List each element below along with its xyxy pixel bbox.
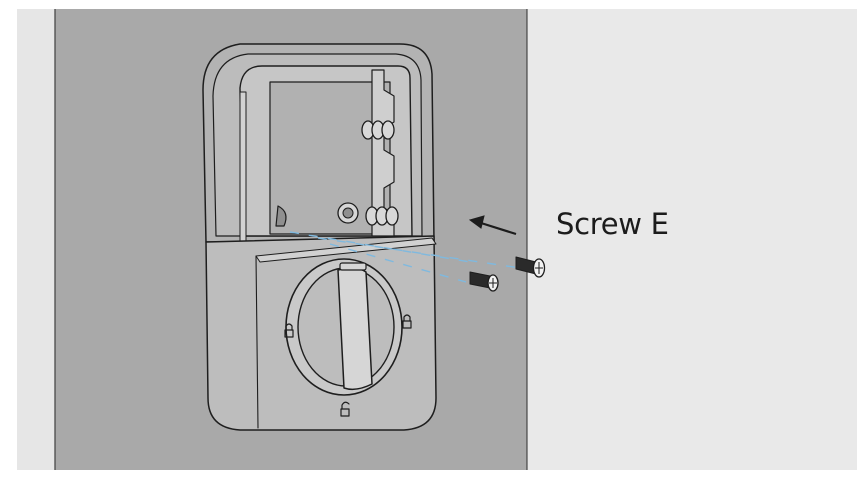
screw-icon: [469, 271, 499, 292]
screw-label: Screw E: [556, 207, 669, 241]
wall-panel: [528, 9, 857, 470]
lock-closed-icon: [284, 323, 294, 338]
lock-body-seam: [255, 255, 259, 429]
screw-guide-lines: [289, 231, 521, 283]
plate-right-bracket: [371, 69, 395, 237]
screw-hole-cluster-lower: [365, 206, 399, 226]
lock-closed-icon: [402, 314, 412, 329]
plate-edge-bar: [239, 91, 247, 243]
arrow-left-icon: [468, 215, 517, 236]
thumb-turn: [285, 258, 403, 396]
screw-icon: [515, 256, 546, 278]
left-door-edge-strip: [17, 9, 55, 470]
interior-lock-assembly: [202, 43, 437, 431]
lock-body-top-ledge: [255, 237, 437, 263]
thumb-turn-knob: [337, 267, 373, 391]
screw-hole-cluster-upper: [361, 120, 395, 140]
lock-open-icon: [340, 401, 350, 417]
left-mount-hole: [275, 205, 287, 227]
